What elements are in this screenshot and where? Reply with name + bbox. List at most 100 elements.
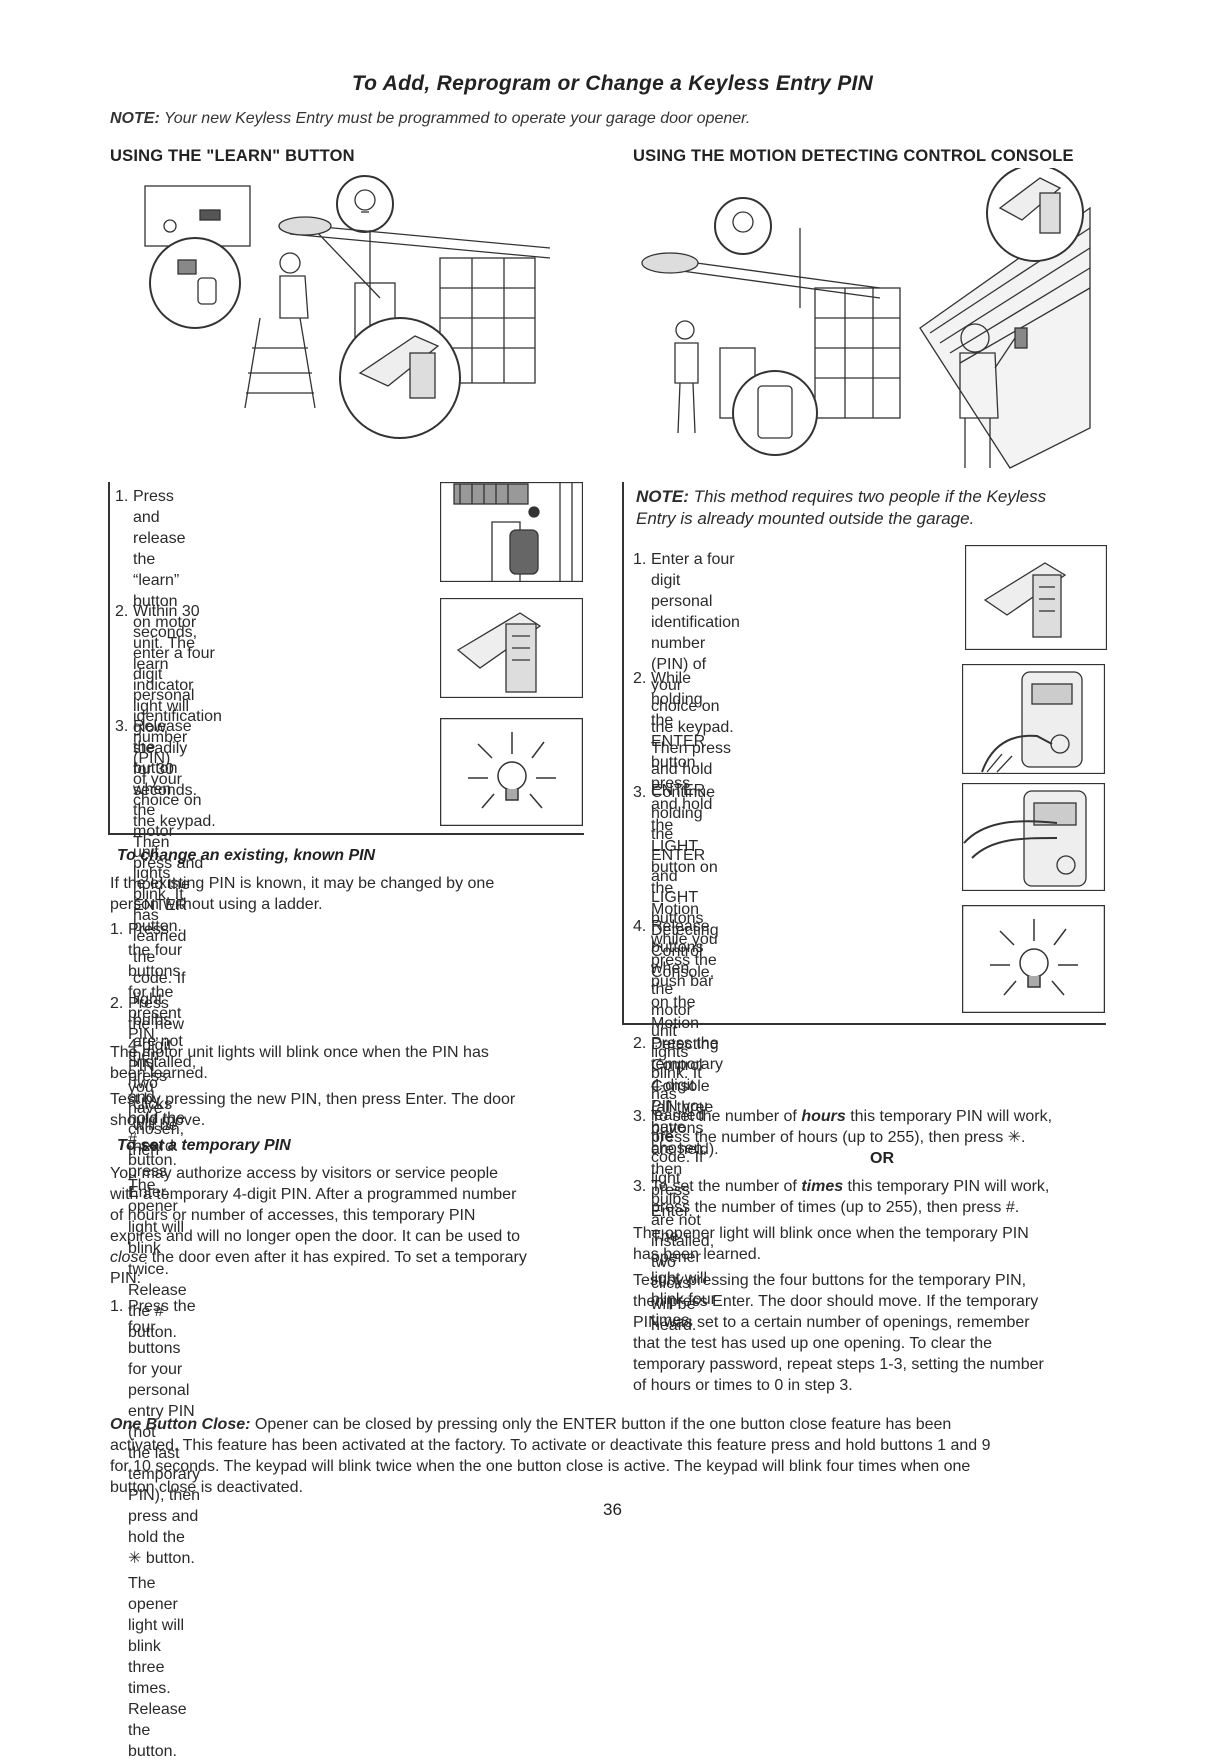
text-line: seconds.: [133, 782, 198, 799]
temp-pin-intro: You may authorize access by visitors or …: [110, 1163, 527, 1289]
text-line: The motor unit lights will blink once wh…: [110, 1044, 489, 1061]
text-line: Press the temporary 4-digit PIN you have…: [651, 1035, 724, 1178]
left-steps-rule: [108, 482, 110, 834]
times-emphasis: times: [801, 1178, 844, 1195]
learn-button-illustration: [144, 175, 551, 439]
text-line: choice on the keypad. Then press: [651, 698, 734, 757]
left-steps-bottom-rule: [108, 833, 584, 835]
one-button-close: One Button Close: Opener can be closed b…: [110, 1414, 1110, 1498]
step-number: 3.: [115, 718, 129, 735]
text-line: unit lights blink. It has learned the: [133, 844, 187, 966]
text-line: Continue holding the ENTER and: [651, 784, 716, 885]
step-number: 4.: [633, 918, 647, 935]
change-pin-heading: To change an existing, known PIN: [117, 847, 376, 864]
step-number: 1.: [115, 488, 129, 505]
step-number: 3.: [633, 784, 647, 801]
temp-pin-heading: To set a temporary PIN: [117, 1137, 291, 1154]
text-fragment: Opener can be closed by pressing only th…: [250, 1416, 952, 1433]
console-light-button-icon: [962, 664, 1105, 774]
text-line: press and hold the ENTER button.: [133, 855, 204, 935]
one-button-label: One Button Close:: [110, 1416, 251, 1433]
text-line: press the number of times (up to 255), t…: [651, 1199, 1020, 1216]
text-line: of hours or times to 0 in step 3.: [633, 1377, 853, 1394]
text-line: been learned.: [110, 1065, 208, 1082]
text-line: of your choice on the keypad. Then: [133, 771, 216, 851]
text-line: Entry is already mounted outside the gar…: [636, 509, 975, 528]
text-line: activated. This feature has been activat…: [110, 1437, 991, 1454]
text-line: press the number of hours (up to 255), t…: [651, 1129, 1026, 1146]
text-line: press Enter.: [128, 1163, 170, 1201]
text-line: temporary password, repeat steps 1-3, se…: [633, 1356, 1044, 1373]
step-number: 1.: [110, 1298, 124, 1315]
hours-emphasis: hours: [801, 1108, 846, 1125]
step-number: 1.: [633, 551, 647, 568]
page-title: To Add, Reprogram or Change a Keyless En…: [351, 72, 874, 95]
text-line: identification number (PIN) of your: [651, 614, 740, 694]
page-number: 36: [603, 1500, 622, 1519]
top-note-text: Your new Keyless Entry must be programme…: [159, 110, 751, 127]
text-line: press and hold the LIGHT button on: [651, 775, 718, 876]
text-line: LIGHT buttons while you press the: [651, 889, 718, 969]
keypad-icon: [440, 598, 583, 698]
text-line: The opener light will blink three times.…: [128, 1575, 187, 1739]
right-steps-bottom-rule: [622, 1023, 1106, 1025]
text-line: Press the new 4-digit PIN you have chose…: [128, 995, 185, 1159]
text-line: button.: [128, 1743, 177, 1760]
text-line: The opener light will blink four times.: [651, 1228, 716, 1329]
light-bulb-icon: [440, 718, 583, 826]
close-emphasis: close: [110, 1249, 148, 1266]
text-line: button close is deactivated.: [110, 1479, 304, 1496]
light-bulb-icon: [962, 905, 1105, 1013]
text-line: expires and will no longer open the door…: [110, 1228, 521, 1245]
top-note: NOTE: Your new Keyless Entry must be pro…: [110, 110, 750, 128]
text-line: If the existing PIN is known, it may be …: [110, 875, 495, 892]
text-line: are held).: [651, 1141, 719, 1158]
text-line: of hours or number of accesses, this tem…: [110, 1207, 476, 1224]
text-line: Test by pressing the four buttons for th…: [633, 1272, 1027, 1289]
text-line: that the test has used up one opening. T…: [633, 1335, 993, 1352]
text-line: Release the button when the motor: [133, 718, 192, 840]
text-line: Test by pressing the new PIN, then press…: [110, 1091, 516, 1108]
change-test: Test by pressing the new PIN, then press…: [110, 1089, 515, 1131]
text-line: The opener light will blink twice. Relea…: [128, 1177, 187, 1341]
text-line: the Motion Detecting Control: [651, 880, 719, 960]
text-line: PIN was set to a certain number of openi…: [633, 1314, 1030, 1331]
text-line: personal identification number (PIN): [133, 687, 222, 767]
change-after: The motor unit lights will blink once wh…: [110, 1042, 489, 1084]
motion-console-illustration: [641, 168, 1091, 469]
text-line: PIN:: [110, 1270, 142, 1287]
text-line: Within 30 seconds, enter a four digit: [133, 603, 215, 683]
text-line: Press the four buttons for the present P…: [128, 921, 183, 1085]
keypad-icon: [965, 545, 1107, 650]
text-line: on motor unit. The learn indicator: [133, 614, 197, 694]
text-line: should move.: [110, 1112, 206, 1129]
text-line: two clicks will be heard.: [133, 1075, 179, 1155]
text-line: unit lights blink. It has learned the: [651, 1023, 705, 1145]
text-line: Control Console (all three buttons: [651, 1057, 714, 1137]
console-push-bar-icon: [962, 783, 1105, 891]
right-note: NOTE: This method requires two people if…: [636, 486, 1046, 530]
text-fragment: This method requires two people if the K…: [688, 487, 1047, 506]
text-line: two clicks will be heard.: [651, 1254, 697, 1334]
text-line: The opener light will blink once when th…: [633, 1225, 1029, 1242]
text-line: and hold the # button.: [128, 1089, 185, 1169]
text-fragment: the door even after it has expired. To s…: [147, 1249, 527, 1266]
temp-after: The opener light will blink once when th…: [633, 1223, 1029, 1265]
step-number: 2.: [633, 670, 647, 687]
text-line: has been learned.: [633, 1246, 762, 1263]
step-number: 3.: [633, 1108, 647, 1125]
text-line: One Button Close: Opener can be closed b…: [110, 1414, 1110, 1435]
step-number: 1.: [110, 921, 124, 938]
text-line: push bar on the Motion Detecting: [651, 973, 719, 1053]
step-number: 2.: [115, 603, 129, 620]
text-line: code. If light bulbs are not installed,: [651, 1149, 715, 1250]
step-number: 3.: [633, 1178, 647, 1195]
text-line: the last temporary PIN), then press and …: [128, 1445, 201, 1546]
text-line: and hold ENTER.: [651, 761, 713, 799]
or-label: OR: [870, 1150, 894, 1167]
text-line: You may authorize access by visitors or …: [110, 1165, 499, 1182]
note-label: NOTE:: [636, 487, 689, 506]
step-number: 2.: [633, 1035, 647, 1052]
top-note-label: NOTE:: [110, 110, 160, 127]
text-fragment: To set the number of: [651, 1178, 802, 1195]
